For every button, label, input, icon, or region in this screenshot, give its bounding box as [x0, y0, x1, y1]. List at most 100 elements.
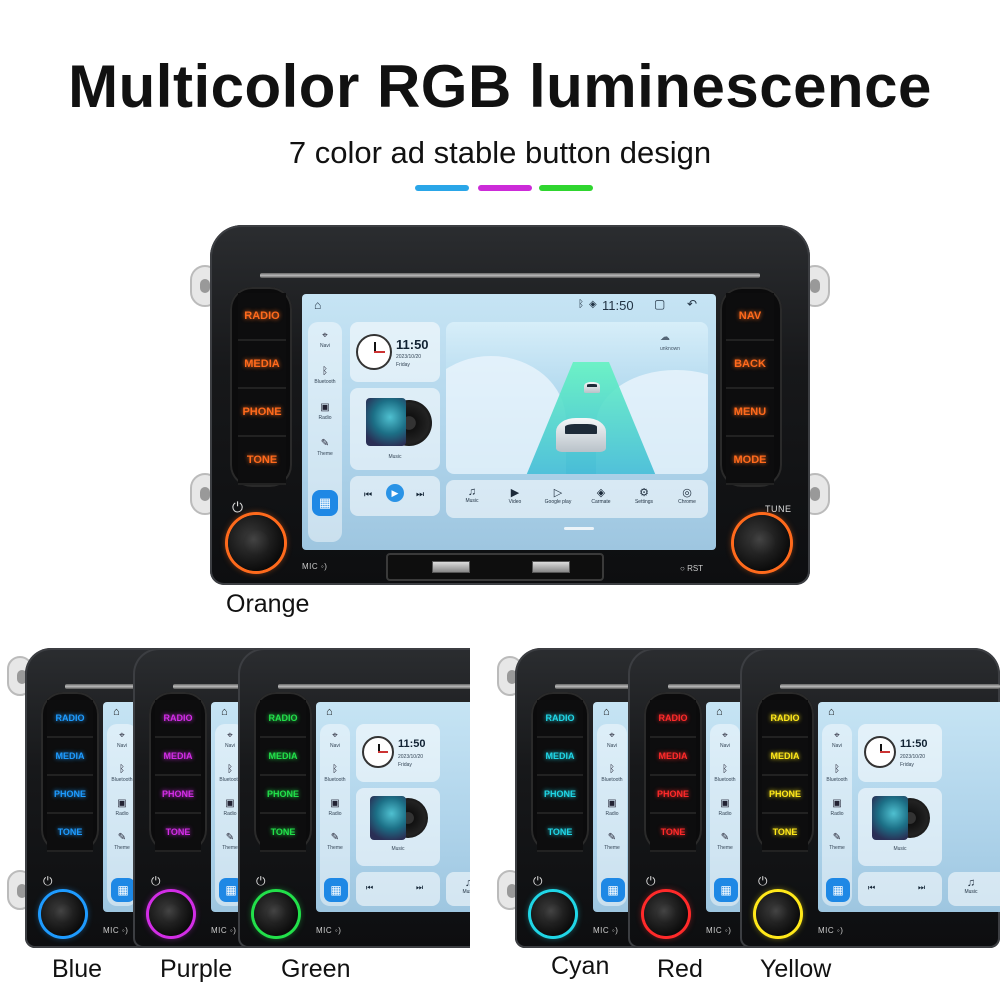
- button-radio[interactable]: RADIO: [537, 700, 583, 738]
- previous-icon[interactable]: ⏮: [364, 489, 373, 499]
- home-icon[interactable]: ⌂: [716, 706, 723, 718]
- button-media[interactable]: MEDIA: [650, 738, 696, 776]
- app-carmate[interactable]: ◈Carmate: [583, 486, 619, 505]
- sidebar-item-navi[interactable]: ⌖Navi: [320, 730, 350, 749]
- sidebar-item-navi[interactable]: ⌖Navi: [597, 730, 627, 749]
- music-card[interactable]: Music: [858, 788, 942, 866]
- app-drawer-icon[interactable]: ▦: [601, 878, 625, 902]
- app-settings[interactable]: ⚙Settings: [626, 486, 662, 505]
- button-menu[interactable]: MENU: [726, 389, 774, 437]
- button-tone[interactable]: TONE: [762, 814, 808, 852]
- button-phone[interactable]: PHONE: [238, 389, 286, 437]
- next-icon[interactable]: ⏭: [416, 883, 424, 892]
- button-nav[interactable]: NAV: [726, 293, 774, 341]
- app-music[interactable]: ♫Music: [954, 877, 988, 895]
- sidebar-item-theme[interactable]: ✎Theme: [597, 832, 627, 851]
- button-tone[interactable]: TONE: [238, 437, 286, 485]
- volume-knob[interactable]: [531, 892, 575, 936]
- button-radio[interactable]: RADIO: [762, 700, 808, 738]
- button-phone[interactable]: PHONE: [47, 776, 93, 814]
- app-music[interactable]: ♫Music: [452, 877, 470, 895]
- button-media[interactable]: MEDIA: [155, 738, 201, 776]
- button-tone[interactable]: TONE: [155, 814, 201, 852]
- sidebar-item-navi[interactable]: ⌖Navi: [822, 730, 852, 749]
- button-media[interactable]: MEDIA: [537, 738, 583, 776]
- sidebar-item-theme[interactable]: ✎Theme: [822, 832, 852, 851]
- button-phone[interactable]: PHONE: [537, 776, 583, 814]
- app-music[interactable]: ♫Music: [454, 486, 490, 504]
- sidebar-item-theme[interactable]: ✎Theme: [107, 832, 137, 851]
- button-radio[interactable]: RADIO: [47, 700, 93, 738]
- home-icon[interactable]: ⌂: [828, 706, 835, 718]
- home-icon[interactable]: ⌂: [221, 706, 228, 718]
- app-google-play[interactable]: ▷Google play: [540, 486, 576, 505]
- power-icon[interactable]: ⏻: [232, 499, 244, 515]
- volume-knob[interactable]: [149, 892, 193, 936]
- music-card[interactable]: Music: [350, 388, 440, 470]
- sidebar-item-radio[interactable]: ▣Radio: [320, 798, 350, 817]
- sidebar-item-theme[interactable]: ✎Theme: [710, 832, 740, 851]
- sidebar-item-theme[interactable]: ✎Theme: [308, 438, 342, 457]
- volume-knob[interactable]: [228, 515, 284, 571]
- app-drawer-icon[interactable]: ▦: [312, 490, 338, 516]
- button-phone[interactable]: PHONE: [650, 776, 696, 814]
- power-icon[interactable]: ⏻: [151, 874, 161, 888]
- button-back[interactable]: BACK: [726, 341, 774, 389]
- button-media[interactable]: MEDIA: [238, 341, 286, 389]
- button-tone[interactable]: TONE: [537, 814, 583, 852]
- button-tone[interactable]: TONE: [260, 814, 306, 852]
- button-radio[interactable]: RADIO: [650, 700, 696, 738]
- sidebar-item-radio[interactable]: ▣Radio: [710, 798, 740, 817]
- recent-apps-icon[interactable]: ▢: [654, 297, 666, 311]
- power-icon[interactable]: ⏻: [533, 874, 543, 888]
- power-icon[interactable]: ⏻: [758, 874, 768, 888]
- music-card[interactable]: Music: [356, 788, 440, 866]
- home-icon[interactable]: ⌂: [314, 298, 322, 312]
- previous-icon[interactable]: ⏮: [366, 883, 374, 892]
- button-radio[interactable]: RADIO: [260, 700, 306, 738]
- power-icon[interactable]: ⏻: [256, 874, 266, 888]
- app-video[interactable]: ▶Video: [497, 486, 533, 505]
- play-icon[interactable]: ▶: [386, 484, 404, 502]
- sidebar-item-radio[interactable]: ▣Radio: [215, 798, 245, 817]
- sidebar-item-navi[interactable]: ⌖Navi: [107, 730, 137, 749]
- previous-icon[interactable]: ⏮: [868, 883, 876, 892]
- sidebar-item-theme[interactable]: ✎Theme: [215, 832, 245, 851]
- button-phone[interactable]: PHONE: [155, 776, 201, 814]
- tune-knob[interactable]: [734, 515, 790, 571]
- sidebar-item-radio[interactable]: ▣Radio: [822, 798, 852, 817]
- app-drawer-icon[interactable]: ▦: [324, 878, 348, 902]
- home-icon[interactable]: ⌂: [113, 706, 120, 718]
- app-drawer-icon[interactable]: ▦: [714, 878, 738, 902]
- volume-knob[interactable]: [756, 892, 800, 936]
- home-icon[interactable]: ⌂: [603, 706, 610, 718]
- app-drawer-icon[interactable]: ▦: [111, 878, 135, 902]
- reset-button[interactable]: ○ RST: [680, 564, 704, 573]
- button-media[interactable]: MEDIA: [260, 738, 306, 776]
- volume-knob[interactable]: [41, 892, 85, 936]
- sidebar-item-radio[interactable]: ▣Radio: [597, 798, 627, 817]
- sidebar-item-theme[interactable]: ✎Theme: [320, 832, 350, 851]
- app-video[interactable]: ▶Video: [994, 877, 1000, 896]
- next-icon[interactable]: ⏭: [918, 883, 926, 892]
- sidebar-item-navi[interactable]: ⌖Navi: [215, 730, 245, 749]
- button-tone[interactable]: TONE: [650, 814, 696, 852]
- home-icon[interactable]: ⌂: [326, 706, 333, 718]
- button-tone[interactable]: TONE: [47, 814, 93, 852]
- button-media[interactable]: MEDIA: [47, 738, 93, 776]
- volume-knob[interactable]: [254, 892, 298, 936]
- sidebar-item-navi[interactable]: ⌖Navi: [308, 330, 342, 349]
- button-radio[interactable]: RADIO: [238, 293, 286, 341]
- app-chrome[interactable]: ◎Chrome: [669, 486, 705, 505]
- button-media[interactable]: MEDIA: [762, 738, 808, 776]
